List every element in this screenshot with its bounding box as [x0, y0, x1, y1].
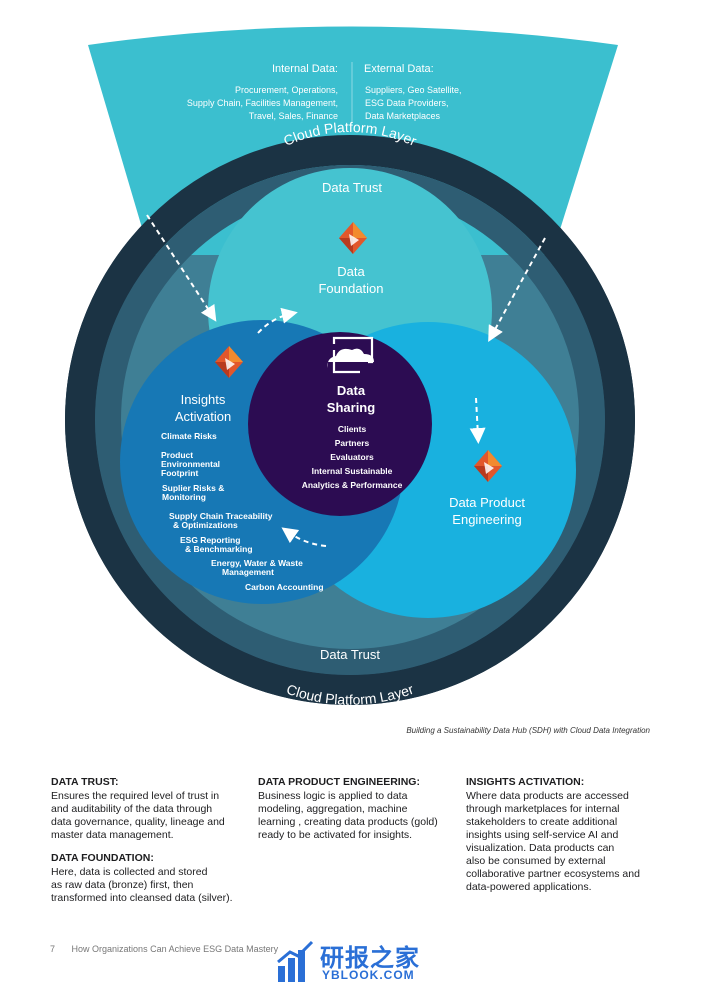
- watermark-en: YBLOOK.COM: [322, 968, 415, 982]
- external-data-line: ESG Data Providers,: [365, 98, 449, 108]
- sharing-title-line: Sharing: [327, 400, 375, 415]
- body-line: as raw data (bronze) first, then: [51, 879, 194, 891]
- internal-data-block: Internal Data: Procurement, Operations, …: [187, 63, 338, 121]
- insights-item: Footprint: [161, 468, 198, 478]
- body-line: Here, data is collected and stored: [51, 866, 208, 878]
- insights-title-line: Activation: [175, 409, 231, 424]
- sharing-item: Clients: [338, 424, 367, 434]
- section-body: Ensures the required level of trust in a…: [51, 790, 241, 842]
- watermark: 研报之家 YBLOOK.COM: [276, 938, 436, 984]
- insights-item: Supply Chain Traceability: [169, 511, 273, 521]
- diagram-caption: Building a Sustainability Data Hub (SDH)…: [406, 726, 650, 735]
- sharing-circle: [248, 332, 432, 516]
- cloud-sharing-icon: [327, 336, 374, 374]
- insights-items: Climate Risks Product Environmental Foot…: [161, 431, 324, 592]
- body-line: insights using self-service AI and: [466, 829, 619, 841]
- column-middle: DATA PRODUCT ENGINEERING: Business logic…: [258, 776, 448, 852]
- column-left: DATA TRUST: Ensures the required level o…: [51, 776, 241, 915]
- section-heading: DATA TRUST:: [51, 776, 119, 788]
- cloud-platform-band: [65, 135, 635, 705]
- product-title-line: Engineering: [452, 512, 521, 527]
- external-data-line: Suppliers, Geo Satellite,: [365, 85, 462, 95]
- body-line: visualization. Data products can: [466, 842, 615, 854]
- body-line: modeling, aggregation, machine: [258, 803, 408, 815]
- section-body: Here, data is collected and stored as ra…: [51, 866, 241, 905]
- body-line: and auditability of the data through: [51, 803, 213, 815]
- sharing-title-line: Data: [337, 383, 366, 398]
- external-data-title: External Data:: [364, 63, 434, 75]
- foundation-title-line: Foundation: [318, 281, 383, 296]
- external-data-block: External Data: Suppliers, Geo Satellite,…: [364, 63, 462, 121]
- arrow-product-to-insights: [281, 527, 327, 547]
- body-line: data-powered applications.: [466, 881, 592, 893]
- section-body: Business logic is applied to data modeli…: [258, 790, 448, 842]
- insights-item: Management: [222, 567, 274, 577]
- data-trust-label-top: Data Trust: [322, 180, 382, 195]
- internal-data-line: Travel, Sales, Finance: [249, 111, 338, 121]
- foundation-title-line: Data: [337, 264, 365, 279]
- body-line: transformed into cleansed data (silver).: [51, 892, 233, 904]
- sharing-item: Internal Sustainable: [312, 466, 393, 476]
- page-number: 7: [50, 944, 56, 954]
- body-line: learning , creating data products (gold): [258, 816, 438, 828]
- arrow-internal-to-foundation: [146, 214, 217, 322]
- bar-chart-logo-icon: [277, 940, 314, 982]
- internal-data-title: Internal Data:: [272, 63, 338, 75]
- body-line: collaborative partner ecosystems and: [466, 868, 640, 880]
- insights-item: Environmental: [161, 459, 220, 469]
- arrow-foundation-to-product: [469, 397, 486, 444]
- flow-arrows: [146, 214, 546, 547]
- sharing-item: Evaluators: [330, 452, 374, 462]
- section-heading: DATA FOUNDATION:: [51, 852, 154, 864]
- insights-item: & Benchmarking: [185, 544, 253, 554]
- body-line: Where data products are accessed: [466, 790, 629, 802]
- body-line: stakeholders to create additional: [466, 816, 618, 828]
- insights-item: Product: [161, 450, 193, 460]
- section-body: Where data products are accessed through…: [466, 790, 656, 894]
- insights-item: Suplier Risks &: [162, 483, 224, 493]
- external-data-line: Data Marketplaces: [365, 111, 441, 121]
- insights-item: Climate Risks: [161, 431, 217, 441]
- page-footer: 7 How Organizations Can Achieve ESG Data…: [50, 944, 278, 954]
- arrow-external-to-foundation: [488, 237, 546, 343]
- section-heading: INSIGHTS ACTIVATION:: [466, 776, 585, 788]
- column-right: INSIGHTS ACTIVATION: Where data products…: [466, 776, 656, 904]
- watermark-cn: 研报之家: [320, 945, 420, 972]
- insights-item: ESG Reporting: [180, 535, 240, 545]
- footer-title: How Organizations Can Achieve ESG Data M…: [71, 944, 279, 954]
- section-heading: DATA PRODUCT ENGINEERING:: [258, 776, 420, 788]
- internal-data-line: Supply Chain, Facilities Management,: [187, 98, 338, 108]
- insights-item: Carbon Accounting: [245, 582, 324, 592]
- insights-item: Energy, Water & Waste: [211, 558, 303, 568]
- sdh-diagram: Cloud Platform Layer Cloud Platform Laye…: [65, 26, 635, 705]
- body-line: master data management.: [51, 829, 174, 841]
- sharing-items: Clients Partners Evaluators Internal Sus…: [302, 424, 403, 490]
- body-line: data governance, quality, lineage and: [51, 816, 225, 828]
- body-line: through marketplaces for internal: [466, 803, 620, 815]
- insights-item: Monitoring: [162, 492, 206, 502]
- arrow-insights-to-foundation: [257, 307, 298, 334]
- internal-data-line: Procurement, Operations,: [235, 85, 338, 95]
- sharing-item: Partners: [335, 438, 370, 448]
- product-title-line: Data Product: [449, 495, 525, 510]
- body-line: Ensures the required level of trust in: [51, 790, 220, 802]
- data-trust-label-bottom: Data Trust: [320, 647, 380, 662]
- body-line: Business logic is applied to data: [258, 790, 408, 802]
- body-line: ready to be activated for insights.: [258, 829, 413, 841]
- insights-item: & Optimizations: [173, 520, 238, 530]
- insights-title-line: Insights: [181, 392, 226, 407]
- body-line: also be consumed by external: [466, 855, 606, 867]
- sharing-item: Analytics & Performance: [302, 480, 403, 490]
